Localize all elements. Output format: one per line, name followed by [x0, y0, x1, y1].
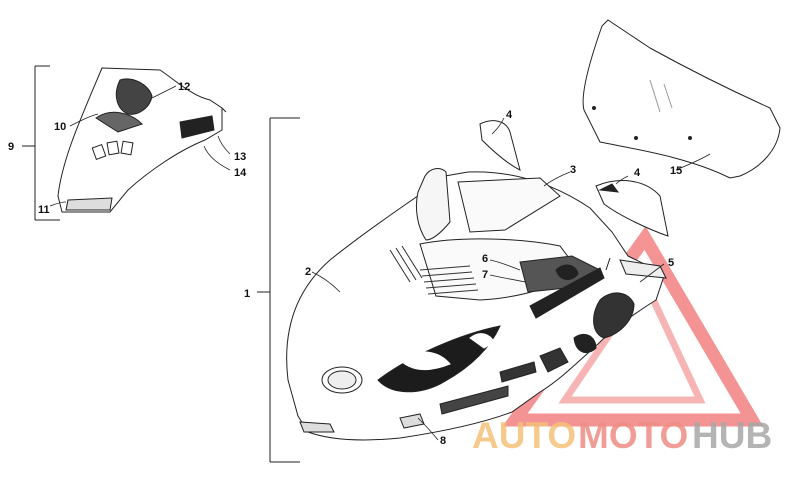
small-cowl-part [57, 67, 227, 213]
callout-14: 14 [234, 167, 247, 179]
hood-part [286, 168, 667, 441]
windshield-part [582, 19, 781, 179]
watermark-hub: HUB [692, 415, 772, 456]
callout-15: 15 [670, 165, 682, 177]
callout-4-right: 4 [634, 167, 641, 179]
callout-5: 5 [668, 257, 674, 269]
callout-11: 11 [38, 204, 50, 216]
watermark-logo: AUTO MOTO HUB [472, 415, 772, 456]
callout-3: 3 [570, 164, 576, 176]
bracket-1 [257, 117, 300, 463]
callout-labels: 1 2 3 4 4 5 6 7 8 9 10 11 12 13 14 15 [8, 81, 682, 447]
callout-7: 7 [482, 269, 488, 281]
callout-10: 10 [54, 121, 66, 133]
callout-2: 2 [305, 266, 311, 278]
callout-8: 8 [440, 435, 446, 447]
callout-1: 1 [244, 288, 250, 300]
watermark-auto: AUTO [472, 415, 576, 456]
leader-lines [49, 85, 711, 441]
bracket-9 [22, 65, 60, 221]
watermark-moto: MOTO [578, 415, 688, 456]
callout-13: 13 [234, 151, 246, 163]
side-vent-upper [479, 120, 521, 171]
callout-9: 9 [8, 141, 14, 153]
callout-12: 12 [178, 81, 190, 93]
callout-4-upper: 4 [506, 109, 513, 121]
callout-6: 6 [482, 253, 488, 265]
